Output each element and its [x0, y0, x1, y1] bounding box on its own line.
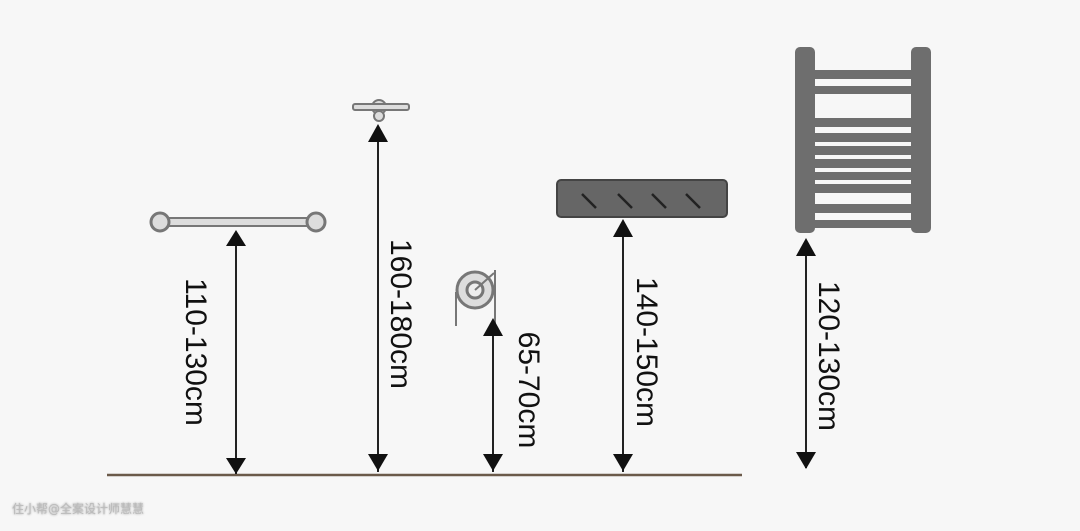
towel-rack-dimension-arrow	[796, 238, 816, 469]
grab-bar-height-label: 110-130cm	[179, 278, 212, 426]
hook-height-label: 160-180cm	[384, 239, 417, 389]
shelf-height-label: 140-150cm	[630, 277, 663, 427]
shelf-dimension-arrow	[613, 219, 633, 472]
hook-dimension-arrow	[368, 124, 388, 472]
toilet-paper-holder-icon	[455, 270, 496, 326]
towel-rack-height-label: 120-130cm	[812, 281, 845, 431]
toilet-paper-dimension-arrow	[483, 318, 503, 472]
shelf-icon	[556, 179, 728, 218]
hook-icon	[352, 99, 410, 122]
grab-bar-icon	[149, 211, 327, 233]
toilet-paper-height-label: 65-70cm	[512, 332, 545, 449]
watermark: 住小帮@全案设计师慧慧	[12, 502, 145, 516]
towel-rack-icon	[795, 47, 931, 233]
grab-bar-dimension-arrow	[226, 230, 246, 474]
